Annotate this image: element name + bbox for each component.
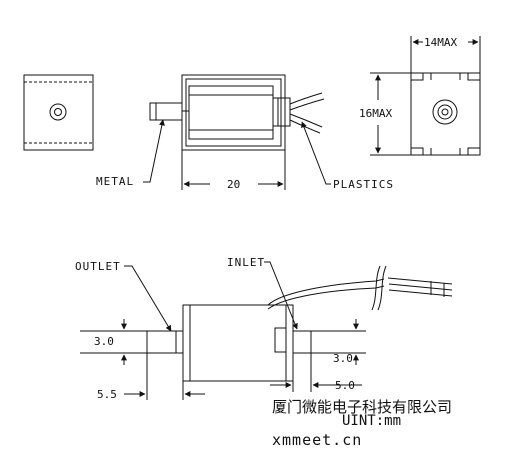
left-end-body bbox=[23, 74, 94, 151]
inlet-diam-value: 3.0 bbox=[333, 352, 353, 365]
plastics-leader bbox=[301, 121, 331, 185]
coil bbox=[188, 85, 274, 140]
inlet-diameter-dimension bbox=[311, 319, 366, 365]
outlet-length-dimension bbox=[124, 353, 205, 400]
valve-body bbox=[182, 304, 294, 382]
inlet-len-value: 5.0 bbox=[335, 379, 355, 392]
outlet-diam-value: 3.0 bbox=[94, 335, 114, 348]
metal-label: METAL bbox=[96, 175, 134, 188]
metal-nozzle bbox=[149, 102, 183, 121]
length-dim-value: 20 bbox=[227, 178, 240, 191]
right-end-port-inner bbox=[441, 108, 449, 116]
inlet-length-dimension bbox=[270, 353, 362, 392]
metal-leader bbox=[143, 119, 165, 183]
right-end-view bbox=[410, 72, 481, 156]
left-end-view bbox=[23, 74, 94, 151]
left-end-port-outer bbox=[49, 103, 67, 121]
length-dimension bbox=[181, 150, 286, 190]
left-end-port-inner bbox=[54, 108, 62, 116]
inlet-label: INLET bbox=[227, 256, 265, 269]
outlet-nozzle bbox=[146, 330, 184, 354]
watermark-company: 厦门微能电子科技有限公司 bbox=[272, 398, 452, 416]
plastics-label: PLASTICS bbox=[333, 178, 394, 191]
unit-note: UINT:mm bbox=[342, 413, 401, 429]
plastic-cap bbox=[272, 97, 291, 127]
inlet-leader bbox=[264, 261, 298, 330]
outlet-len-value: 5.5 bbox=[97, 388, 117, 401]
height-dimension bbox=[370, 72, 411, 156]
right-end-port-outer bbox=[432, 99, 458, 125]
watermark-url: xmmeet.cn bbox=[272, 431, 362, 449]
side-view bbox=[146, 265, 453, 382]
top-main-view bbox=[149, 74, 325, 151]
outlet-label: OUTLET bbox=[75, 260, 121, 273]
width-dimension bbox=[410, 36, 481, 73]
height-dim-value: 16MAX bbox=[359, 107, 392, 120]
right-end-body bbox=[410, 72, 481, 156]
outlet-diameter-dimension bbox=[80, 319, 147, 365]
width-dim-value: 14MAX bbox=[424, 36, 457, 49]
inlet-nozzle bbox=[292, 330, 312, 354]
outlet-leader bbox=[124, 265, 172, 332]
